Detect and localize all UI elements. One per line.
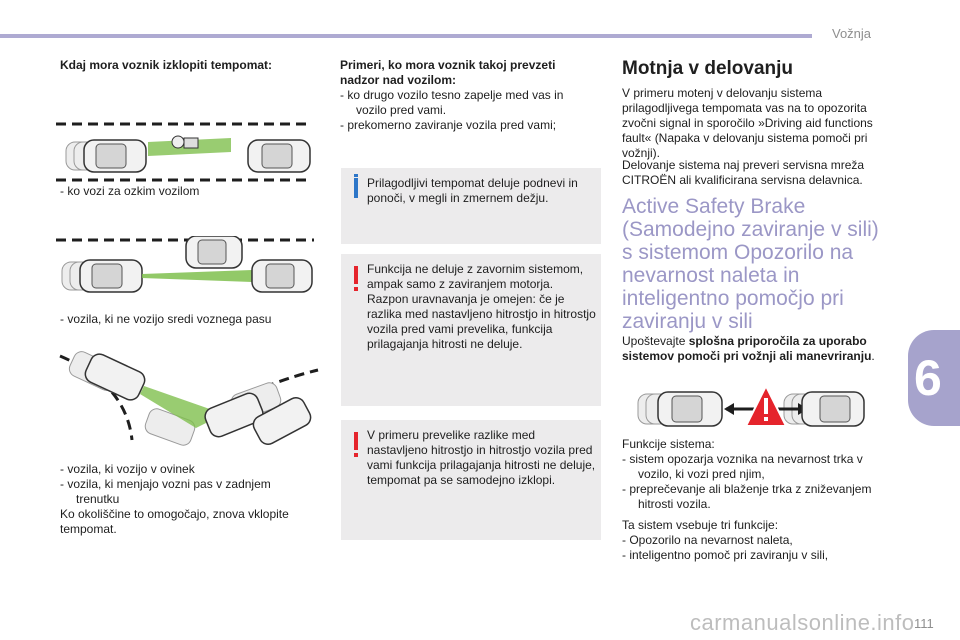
- watermark: carmanualsonline.info: [690, 610, 915, 635]
- warning-icon-dot: [354, 287, 358, 291]
- respect-prefix: Upoštevajte: [622, 334, 689, 348]
- list-item: - ko vozi za ozkim vozilom: [60, 184, 200, 198]
- section-name: Vožnja: [832, 26, 872, 41]
- warning-note: Funkcija ne deluje z zavornim sistemom, …: [341, 254, 601, 406]
- chapter-tab: 6: [908, 330, 960, 426]
- list-item: - vozila, ki ne vozijo sredi voznega pas…: [60, 312, 272, 326]
- list-item: - vozila, ki vozijo v ovinek: [60, 462, 195, 476]
- info-note: Prilagodljivi tempomat deluje podnevi in…: [341, 168, 601, 244]
- info-note-text: Prilagodljivi tempomat deluje podnevi in…: [367, 176, 578, 205]
- figure-offcenter-vehicle: [56, 236, 314, 293]
- list-item: - Opozorilo na nevarnost naleta,: [622, 533, 793, 547]
- figure-narrow-vehicle: [56, 122, 312, 182]
- respect-paragraph: Upoštevajte splošna priporočila za upora…: [622, 334, 890, 364]
- section-heading: Motnja v delovanju: [622, 58, 794, 79]
- respect-link: splošna priporočila za uporabo sistemov …: [622, 334, 872, 363]
- list-item: - sistem opozarja voznika na nevarnost t…: [622, 452, 863, 481]
- info-icon: [354, 174, 358, 177]
- warning-icon: [354, 266, 358, 284]
- figure-bend: [59, 351, 319, 446]
- warning-icon: [354, 432, 358, 450]
- list-item: - ko drugo vozilo tesno zapelje med vas …: [340, 88, 564, 117]
- fault-paragraph: V primeru motenj v delovanju sistema pri…: [622, 86, 873, 160]
- col1-heading: Kdaj mora voznik izklopiti tempomat:: [60, 58, 273, 72]
- warning-icon-dot: [354, 453, 358, 457]
- list-item: - vozila, ki menjajo vozni pas v zadnjem…: [60, 477, 271, 506]
- respect-suffix: .: [871, 349, 875, 363]
- warning-note-text: Funkcija ne deluje z zavornim sistemom, …: [367, 262, 596, 351]
- col2-heading: Primeri, ko mora voznik takoj prevzeti n…: [340, 58, 556, 87]
- functions-heading: Funkcije sistema:: [622, 437, 715, 451]
- fault-paragraph: Delovanje sistema naj preveri servisna m…: [622, 158, 865, 187]
- info-icon-bar: [354, 178, 358, 198]
- figure-collision-warning: [637, 383, 865, 427]
- header-rule: [0, 34, 812, 38]
- three-functions-heading: Ta sistem vsebuje tri funkcije:: [622, 518, 779, 532]
- warning-note-text: V primeru prevelike razlike med nastavlj…: [367, 428, 596, 487]
- warning-note: V primeru prevelike razlike med nastavlj…: [341, 420, 601, 540]
- chapter-title: Active Safety Brake (Samodejno zaviranje…: [622, 195, 879, 333]
- page-number: 111: [914, 616, 934, 631]
- list-item: - preprečevanje ali blaženje trka z zniž…: [622, 482, 872, 511]
- col1-closing: Ko okoliščine to omogočajo, znova vklopi…: [60, 507, 289, 536]
- list-item: - prekomerno zaviranje vozila pred vami;: [340, 118, 557, 132]
- list-item: - inteligentno pomoč pri zaviranju v sil…: [622, 548, 829, 562]
